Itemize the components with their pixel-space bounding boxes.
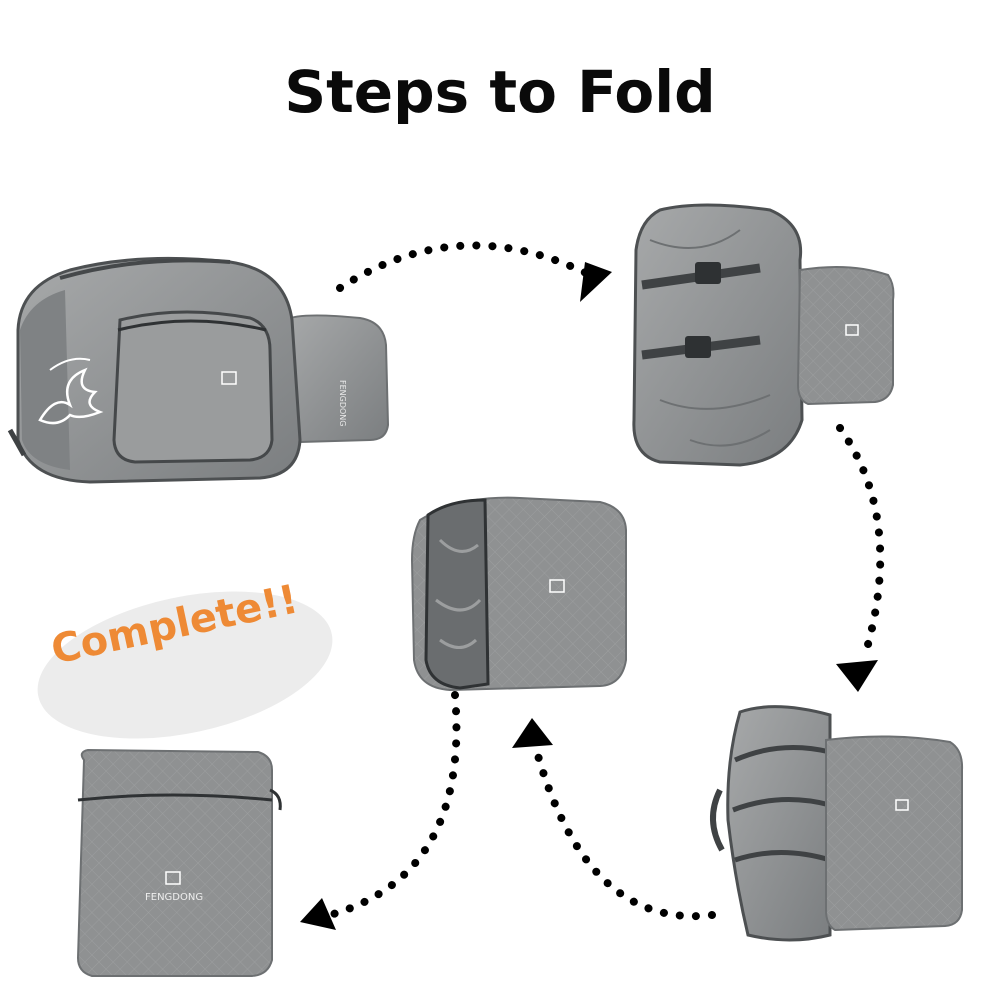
arrowhead — [580, 262, 612, 302]
step2-folding — [632, 203, 895, 467]
complete-badge-bg — [37, 591, 333, 739]
step1-backpack: FENGDONG — [7, 256, 390, 484]
dotted-arrows — [300, 241, 885, 930]
step5-complete-pouch: FENGDONG — [76, 748, 282, 977]
step3-stuffing — [709, 705, 964, 942]
step4-packing — [410, 496, 627, 692]
brand-label: FENGDONG — [338, 380, 347, 426]
pouch-brand-label: FENGDONG — [145, 892, 203, 903]
page-title: Steps to Fold — [284, 58, 716, 126]
